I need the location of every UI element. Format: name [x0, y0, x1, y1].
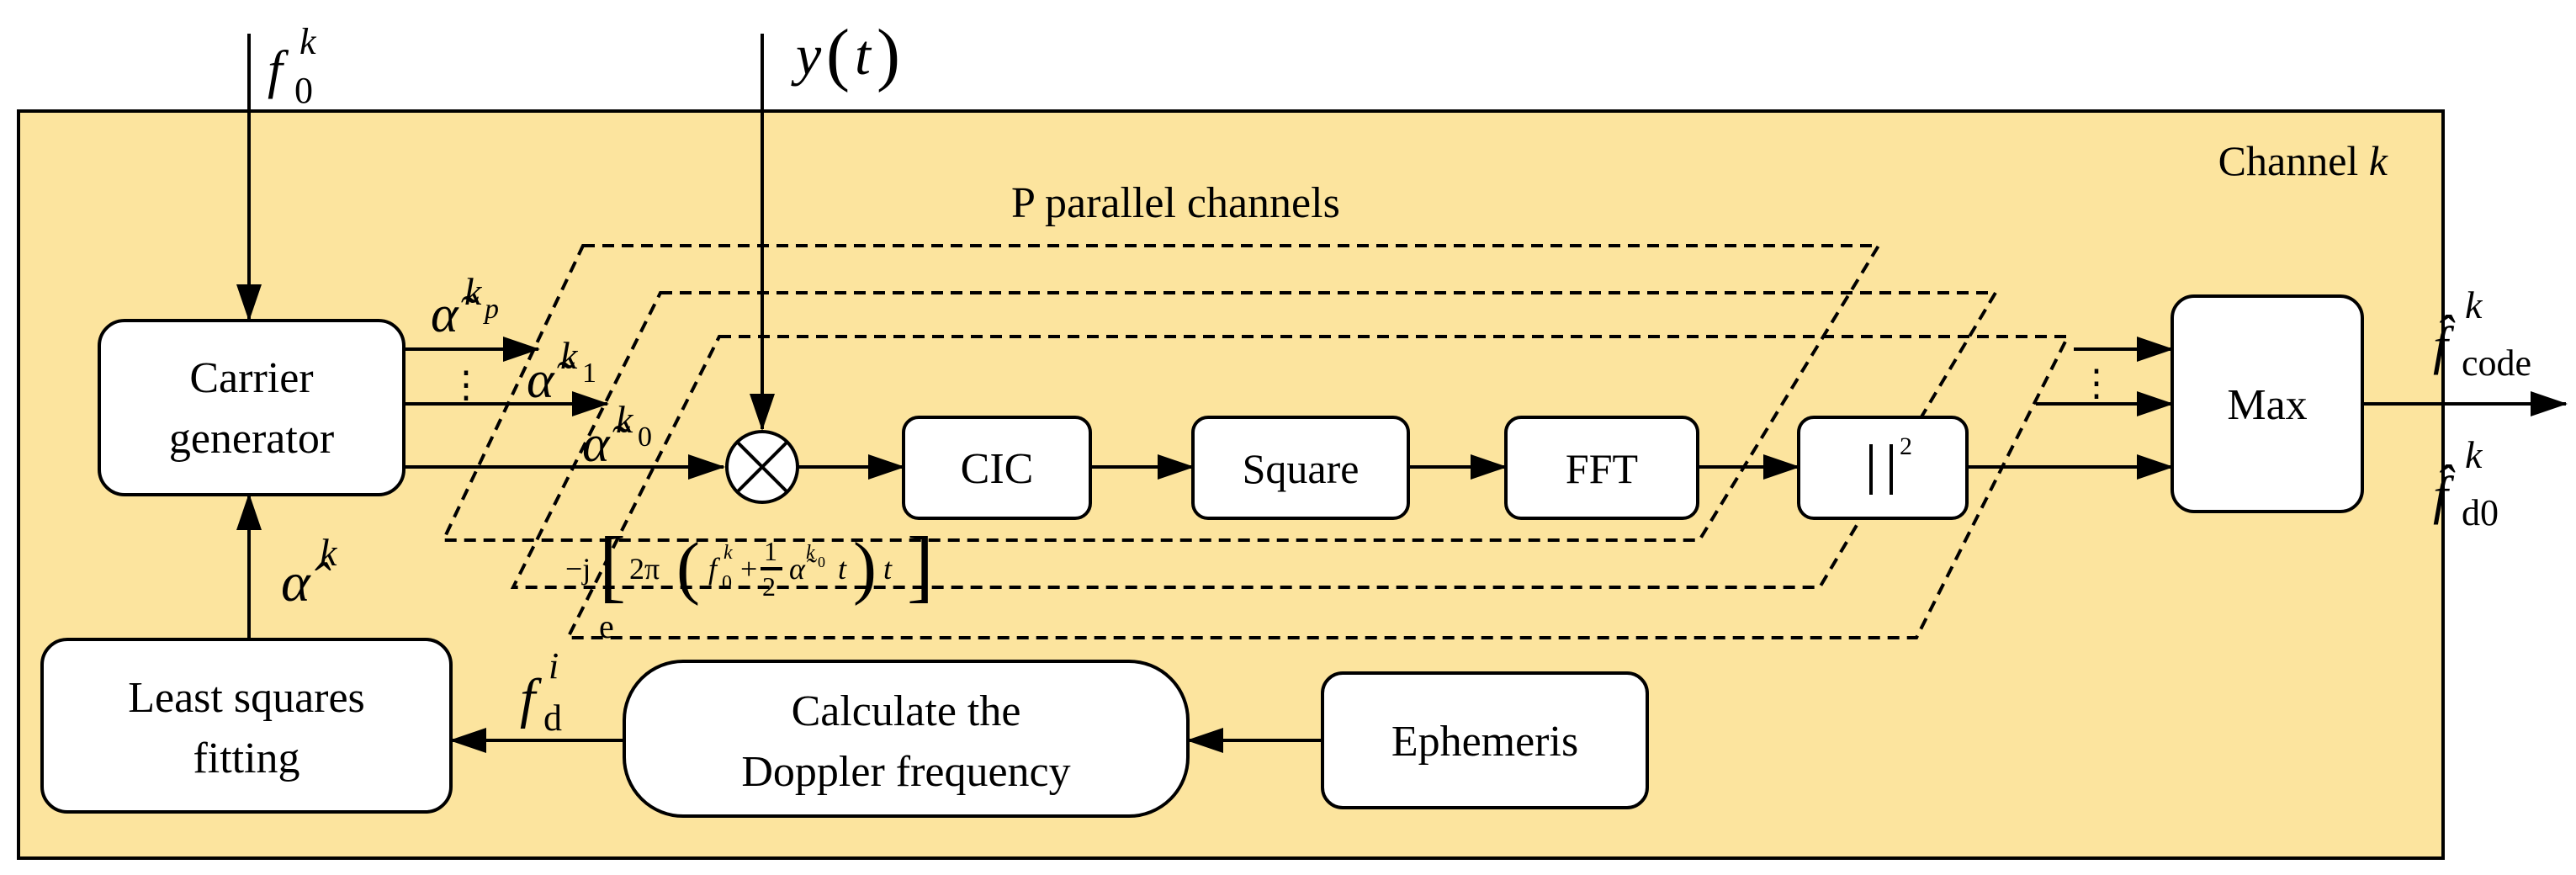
svg-text:2: 2	[1900, 432, 1912, 460]
svg-text:Ephemeris: Ephemeris	[1391, 718, 1578, 766]
svg-text:2: 2	[762, 571, 776, 602]
carrier-generator[interactable]: Carrier generator	[98, 319, 405, 496]
svg-text:Doppler frequency: Doppler frequency	[741, 748, 1070, 796]
svg-text:Least squares: Least squares	[128, 674, 365, 722]
max-input-vdots: ⋮	[2078, 363, 2115, 404]
parallel-channels	[440, 244, 2071, 639]
svg-text:): )	[877, 15, 900, 93]
max-block[interactable]: Max	[2171, 294, 2364, 513]
svg-text:FFT: FFT	[1566, 445, 1638, 492]
svg-text:0: 0	[294, 70, 313, 111]
parallel-channel-0	[564, 335, 2071, 639]
svg-text:Carrier: Carrier	[189, 354, 313, 402]
svg-text:1: 1	[764, 536, 777, 566]
svg-text:0: 0	[818, 554, 825, 570]
doppler-block[interactable]: Calculate the Doppler frequency	[623, 660, 1190, 818]
svg-text:d: d	[543, 697, 562, 739]
parallel-channel-1	[510, 291, 1999, 589]
parallel-channel-p	[440, 244, 1882, 542]
output-fd0: f̂ k d0	[2433, 433, 2499, 533]
svg-text:+: +	[740, 552, 757, 586]
svg-text:t: t	[838, 552, 847, 586]
svg-text:d0: d0	[2462, 492, 2499, 533]
svg-text:k: k	[464, 270, 483, 313]
svg-text:y: y	[791, 23, 822, 87]
svg-text:Square: Square	[1243, 445, 1360, 492]
channel-title: Channel k	[2218, 137, 2388, 184]
svg-text:k: k	[2465, 433, 2483, 476]
svg-text:Max: Max	[2227, 381, 2307, 429]
svg-text:]: ]	[907, 520, 934, 610]
svg-text:code: code	[2462, 342, 2531, 384]
svg-text:2π: 2π	[629, 552, 660, 586]
svg-text:(: (	[676, 528, 700, 607]
svg-text:k: k	[616, 398, 634, 441]
fd-label: f d i	[520, 645, 562, 739]
svg-text:t: t	[855, 23, 872, 87]
svg-text:Calculate the: Calculate the	[792, 687, 1021, 735]
svg-text:generator: generator	[169, 415, 334, 463]
svg-text:k: k	[560, 334, 579, 377]
svg-text:k: k	[2465, 284, 2483, 326]
fft-block[interactable]: FFT	[1504, 416, 1699, 520]
cic-block[interactable]: CIC	[902, 416, 1092, 520]
svg-text:CIC: CIC	[961, 445, 1034, 493]
parallel-channels-label: P parallel channels	[1011, 179, 1340, 227]
svg-text:−j: −j	[565, 552, 591, 586]
svg-text:fitting: fitting	[193, 734, 299, 782]
svg-text:e: e	[599, 607, 614, 645]
svg-text:k: k	[320, 531, 338, 574]
svg-text:k: k	[806, 542, 815, 564]
ephemeris-block[interactable]: Ephemeris	[1321, 671, 1649, 809]
svg-text:k: k	[724, 542, 733, 564]
mixer-multiply-icon	[725, 430, 799, 504]
svg-text:0: 0	[638, 422, 652, 453]
square-block[interactable]: Square	[1191, 416, 1410, 520]
input-f0: f 0 k	[268, 21, 317, 111]
svg-text:f̂: f̂	[2433, 464, 2455, 525]
alpha-k1-label: α̃ k 1	[527, 334, 596, 409]
svg-text:[: [	[599, 520, 626, 610]
svg-text:t: t	[883, 552, 893, 586]
svg-text:1: 1	[582, 358, 596, 389]
least-squares-block[interactable]: Least squares fitting	[40, 638, 453, 814]
svg-text:f: f	[268, 40, 289, 99]
abs-square-block[interactable]: 2	[1797, 416, 1969, 520]
svg-text:0: 0	[722, 572, 732, 594]
svg-text:(: (	[826, 15, 850, 93]
svg-text:f̂: f̂	[2433, 315, 2455, 375]
svg-text:k: k	[299, 21, 317, 62]
svg-text:): )	[853, 528, 877, 607]
input-y: y ( t )	[791, 15, 900, 93]
carrier-out-vdots: ⋮	[448, 364, 485, 406]
output-fcode: f̂ k code	[2433, 284, 2531, 384]
svg-text:p: p	[483, 294, 499, 325]
svg-text:i: i	[549, 645, 559, 687]
mixer-exponent-label: e −j [ 2π ( f 0 k + 1 2 α̃ k 0 t ) t ]	[565, 520, 934, 645]
